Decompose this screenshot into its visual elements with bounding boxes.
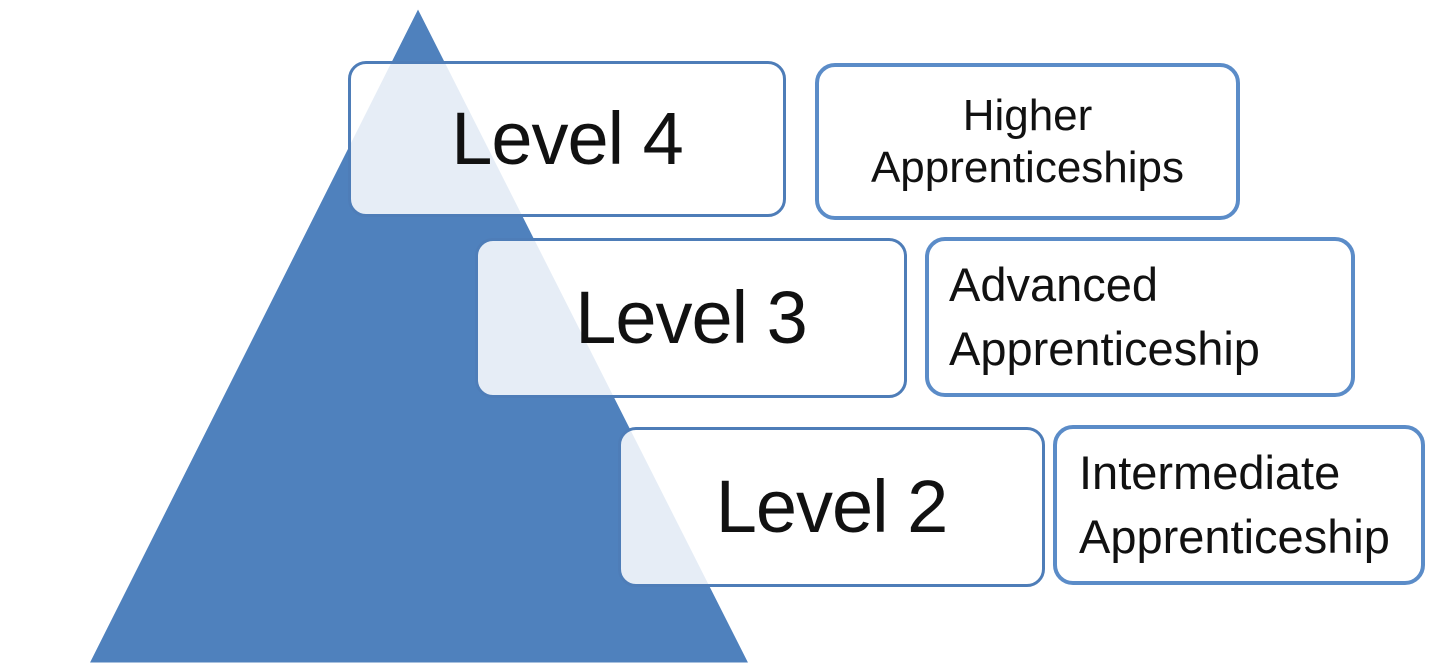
level-4-label: Level 4 [451, 97, 684, 180]
advanced-apprenticeship-line1: Advanced [949, 258, 1159, 311]
intermediate-apprenticeship-line2: Apprenticeship [1079, 510, 1390, 563]
level-2-label: Level 2 [715, 465, 949, 548]
level-4-box: Level 4 [348, 61, 786, 217]
intermediate-apprenticeship-box: Intermediate Apprenticeship [1053, 425, 1425, 585]
advanced-apprenticeship-box: Advanced Apprenticeship [925, 237, 1355, 397]
level-3-box: Level 3 [475, 238, 907, 398]
intermediate-apprenticeship-line1: Intermediate [1079, 446, 1341, 499]
level-3-label: Level 3 [575, 276, 808, 359]
level-2-box: Level 2 [618, 427, 1045, 587]
higher-apprenticeships-line2: Apprenticeships [870, 142, 1185, 192]
higher-apprenticeships-line1: Higher [962, 90, 1093, 140]
advanced-apprenticeship-line2: Apprenticeship [949, 322, 1260, 375]
higher-apprenticeships-box: Higher Apprenticeships [815, 63, 1240, 220]
